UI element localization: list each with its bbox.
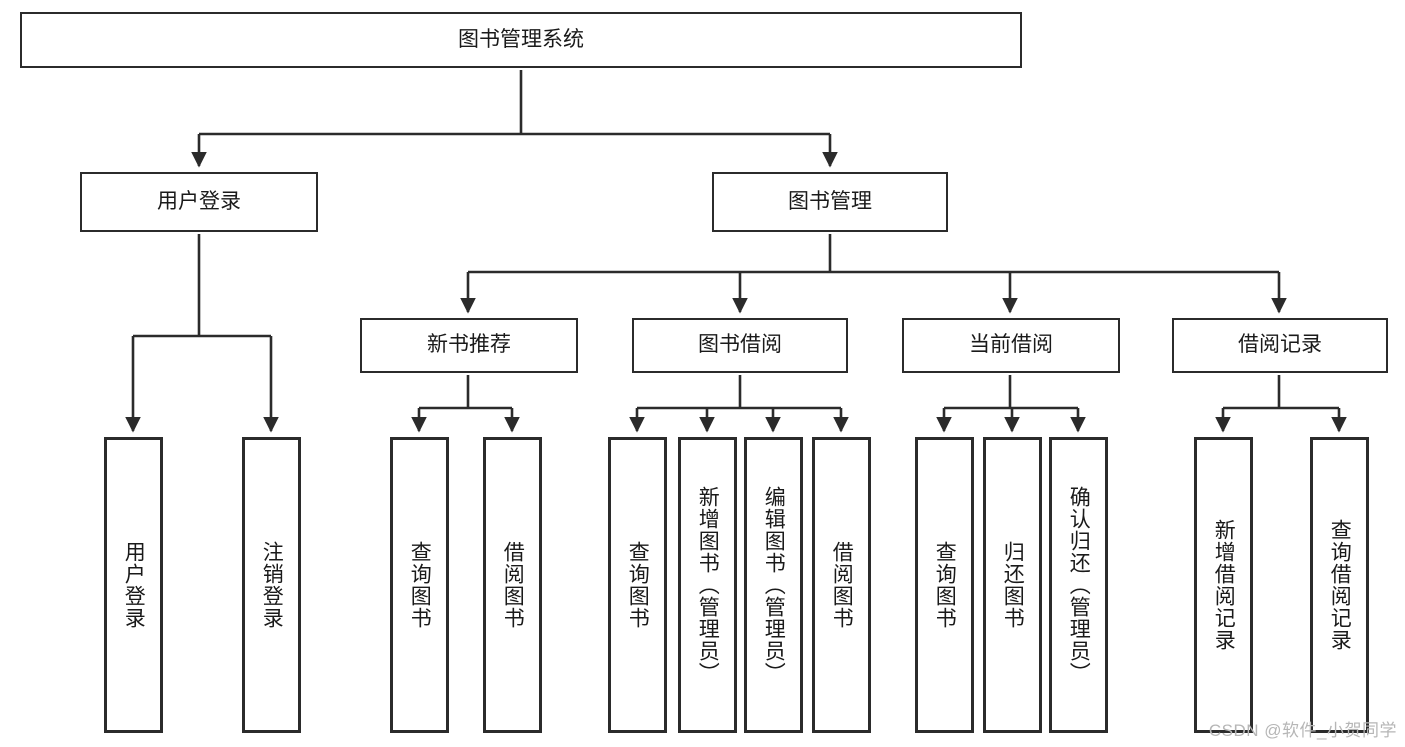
node-label: 借阅图书 [501, 541, 525, 629]
node-label: 当前借阅 [969, 333, 1053, 357]
node-label: 图书管理系统 [458, 27, 584, 51]
node-label: 新书推荐 [427, 333, 511, 357]
node-label: 图书借阅 [698, 333, 782, 357]
node-label: 图书管理 [788, 189, 872, 213]
leaf-query-book-borrow[interactable]: 查询图书 [608, 437, 667, 733]
watermark-text: CSDN @软件_小贺同学 [1208, 721, 1397, 740]
node-new-book-recommend[interactable]: 新书推荐 [360, 318, 578, 373]
node-label: 新增借阅记录 [1212, 519, 1236, 651]
leaf-borrow-book[interactable]: 借阅图书 [812, 437, 871, 733]
node-label: 借阅图书 [830, 541, 854, 629]
node-root-book-management-system[interactable]: 图书管理系统 [20, 12, 1022, 68]
leaf-query-book-recommend[interactable]: 查询图书 [390, 437, 449, 733]
leaf-query-borrow-record[interactable]: 查询借阅记录 [1310, 437, 1369, 733]
leaf-query-book-current[interactable]: 查询图书 [915, 437, 974, 733]
node-label: 注销登录 [260, 541, 284, 629]
node-book-borrow[interactable]: 图书借阅 [632, 318, 848, 373]
node-label: 编辑图书（管理员） [762, 486, 786, 684]
node-label: 确认归还（管理员） [1067, 486, 1091, 684]
leaf-edit-book-admin[interactable]: 编辑图书（管理员） [744, 437, 803, 733]
leaf-add-borrow-record[interactable]: 新增借阅记录 [1194, 437, 1253, 733]
leaf-confirm-return-admin[interactable]: 确认归还（管理员） [1049, 437, 1108, 733]
node-label: 归还图书 [1001, 541, 1025, 629]
node-book-management[interactable]: 图书管理 [712, 172, 948, 232]
node-user-login[interactable]: 用户登录 [80, 172, 318, 232]
node-label: 用户登录 [122, 541, 146, 629]
node-borrow-records[interactable]: 借阅记录 [1172, 318, 1388, 373]
leaf-borrow-book-recommend[interactable]: 借阅图书 [483, 437, 542, 733]
node-current-borrow[interactable]: 当前借阅 [902, 318, 1120, 373]
node-label: 查询图书 [626, 541, 650, 629]
leaf-user-login[interactable]: 用户登录 [104, 437, 163, 733]
node-label: 查询借阅记录 [1328, 519, 1352, 651]
leaf-return-book[interactable]: 归还图书 [983, 437, 1042, 733]
node-label: 查询图书 [408, 541, 432, 629]
node-label: 借阅记录 [1238, 333, 1322, 357]
leaf-add-book-admin[interactable]: 新增图书（管理员） [678, 437, 737, 733]
node-label: 用户登录 [157, 189, 241, 213]
leaf-logout[interactable]: 注销登录 [242, 437, 301, 733]
node-label: 查询图书 [933, 541, 957, 629]
node-label: 新增图书（管理员） [696, 486, 720, 684]
